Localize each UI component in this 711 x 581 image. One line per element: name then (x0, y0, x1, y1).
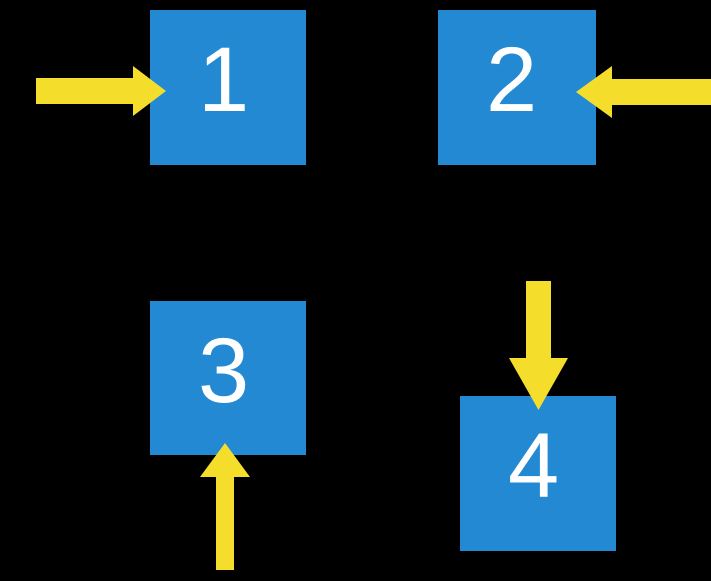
node-box-1[interactable] (150, 10, 306, 165)
node-label-4: 4 (508, 415, 560, 517)
node-label-3: 3 (198, 320, 250, 422)
arrow-down-into-box-4-icon (509, 281, 568, 410)
node-box-4[interactable] (460, 396, 616, 551)
arrow-right-into-box-1-icon (36, 66, 166, 116)
arrow-left-into-box-2-icon (576, 66, 711, 118)
node-box-3[interactable] (150, 301, 306, 455)
node-box-2[interactable] (438, 10, 596, 165)
node-label-1: 1 (198, 29, 250, 131)
arrow-up-into-box-3-icon (200, 443, 250, 570)
node-label-2: 2 (486, 29, 538, 131)
